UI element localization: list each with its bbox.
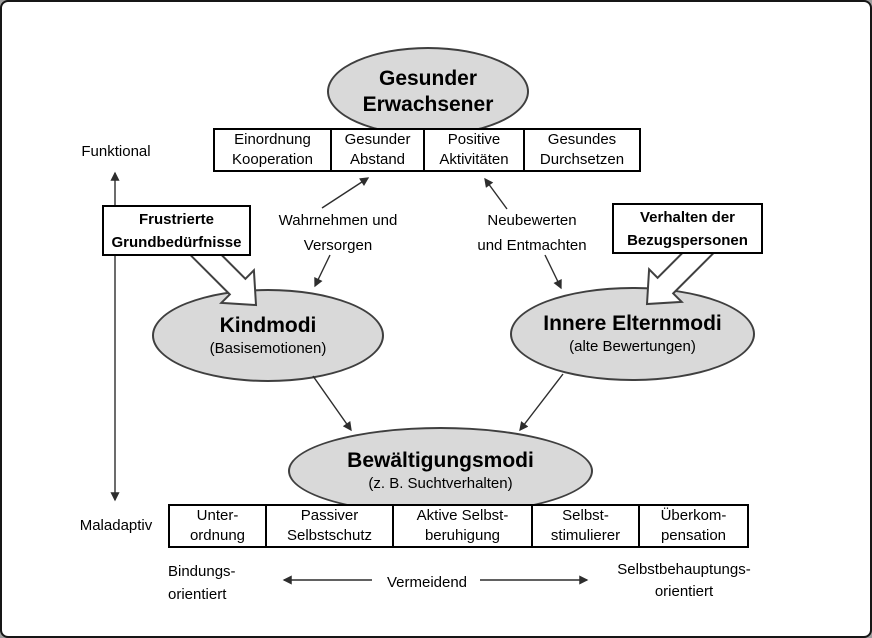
caregiver-behavior-line2: Bezugspersonen — [627, 231, 748, 249]
inner-parent-modes-subtitle: (alte Bewertungen) — [569, 338, 696, 355]
functional-strategies-row: Einordnung Kooperation Gesunder Abstand … — [213, 128, 641, 172]
maladaptive-box-selbstschutz-line2: Selbstschutz — [286, 527, 373, 544]
maladaptive-box-unterordnung: Unter- ordnung — [168, 504, 267, 548]
reappraise-down-arrow — [544, 254, 562, 290]
maladaptive-box-selbstberuhigung: Aktive Selbst- beruhigung — [392, 504, 533, 548]
coping-modes-ellipse: Bewältigungsmodi (z. B. Suchtverhalten) — [288, 427, 593, 515]
self-assertion-oriented-label: Selbstbehauptungs- orientiert — [594, 559, 774, 603]
inner-parent-modes-title: Innere Elternmodi — [543, 312, 722, 335]
maladaptive-box-unterordnung-line2: ordnung — [189, 527, 246, 544]
functional-box-abstand-line1: Gesunder — [344, 131, 411, 148]
maladaptive-box-ueberkompensation-line1: Überkom- — [660, 507, 727, 524]
maladaptive-strategies-row: Unter- ordnung Passiver Selbstschutz Akt… — [168, 504, 749, 548]
perceive-provide-line2: Versorgen — [303, 237, 373, 254]
reappraise-disempower-line1: Neubewerten — [487, 212, 577, 229]
perceive-up-arrow — [321, 177, 370, 209]
caregiver-behavior-box: Verhalten der Bezugspersonen — [612, 203, 763, 254]
maladaptive-box-selbstschutz: Passiver Selbstschutz — [265, 504, 394, 548]
caregiver-behavior-line1: Verhalten der — [639, 208, 736, 226]
maladaptiv-axis-label: Maladaptiv — [79, 517, 153, 534]
attachment-oriented-line2: orientiert — [168, 586, 227, 603]
maladaptive-box-selbststimulierer: Selbst- stimulierer — [531, 504, 640, 548]
functional-box-einordnung-line1: Einordnung — [234, 131, 311, 148]
frustrated-needs-line1: Frustrierte — [138, 210, 215, 228]
functional-box-durchsetzen: Gesundes Durchsetzen — [523, 128, 641, 172]
perceive-provide-label: Wahrnehmen und Versorgen — [258, 208, 418, 258]
coping-modes-title: Bewältigungsmodi — [347, 449, 534, 472]
reappraise-up-arrow — [484, 177, 508, 210]
functional-box-einordnung: Einordnung Kooperation — [213, 128, 332, 172]
avoidant-label: Vermeidend — [386, 574, 468, 591]
child-modes-subtitle: (Basisemotionen) — [209, 339, 327, 357]
perceive-provide-line1: Wahrnehmen und — [278, 212, 398, 229]
maladaptive-box-ueberkompensation: Überkom- pensation — [638, 504, 749, 548]
maladaptive-box-unterordnung-line1: Unter- — [196, 507, 239, 524]
childmodes-to-coping-arrow — [312, 375, 352, 432]
functional-box-aktivitaeten: Positive Aktivitäten — [423, 128, 525, 172]
child-modes-ellipse: Kindmodi (Basisemotionen) — [152, 289, 384, 382]
maladaptive-box-selbstberuhigung-line2: beruhigung — [424, 527, 501, 544]
frustrated-needs-line2: Grundbedürfnisse — [111, 233, 242, 251]
self-assertion-oriented-line1: Selbstbehauptungs- — [617, 561, 751, 578]
perceive-down-arrow — [314, 254, 331, 288]
functional-box-durchsetzen-line1: Gesundes — [547, 131, 617, 148]
maladaptive-box-ueberkompensation-line2: pensation — [660, 527, 727, 544]
functional-box-durchsetzen-line2: Durchsetzen — [539, 151, 625, 168]
reappraise-disempower-label: Neubewerten und Entmachten — [452, 208, 612, 258]
frustrated-needs-box: Frustrierte Grundbedürfnisse — [102, 205, 251, 256]
healthy-adult-title-line2: Erwachsener — [362, 92, 494, 116]
reappraise-disempower-line2: und Entmachten — [477, 237, 587, 254]
maladaptive-box-selbststimulierer-line1: Selbst- — [562, 507, 609, 524]
functional-box-einordnung-line2: Kooperation — [232, 151, 313, 168]
maladaptive-box-selbstschutz-line1: Passiver — [300, 507, 359, 524]
attachment-oriented-label: Bindungs- orientiert — [168, 560, 278, 606]
parentmodes-to-coping-arrow — [519, 373, 564, 432]
functional-box-abstand: Gesunder Abstand — [330, 128, 425, 172]
functional-axis-label: Funktional — [81, 143, 151, 160]
self-assertion-oriented-line2: orientiert — [654, 583, 714, 600]
maladaptive-box-selbststimulierer-line2: stimulierer — [550, 527, 621, 544]
healthy-adult-title-line1: Gesunder — [378, 66, 478, 90]
child-modes-title: Kindmodi — [219, 313, 317, 337]
inner-parent-modes-ellipse: Innere Elternmodi (alte Bewertungen) — [510, 287, 755, 381]
functional-box-aktivitaeten-line1: Positive — [447, 131, 501, 148]
healthy-adult-ellipse: Gesunder Erwachsener — [327, 47, 529, 136]
attachment-oriented-line1: Bindungs- — [168, 563, 236, 580]
coping-modes-subtitle: (z. B. Suchtverhalten) — [368, 475, 513, 492]
functional-box-abstand-line2: Abstand — [349, 151, 406, 168]
functional-box-aktivitaeten-line2: Aktivitäten — [439, 151, 509, 168]
maladaptive-box-selbstberuhigung-line1: Aktive Selbst- — [416, 507, 509, 524]
